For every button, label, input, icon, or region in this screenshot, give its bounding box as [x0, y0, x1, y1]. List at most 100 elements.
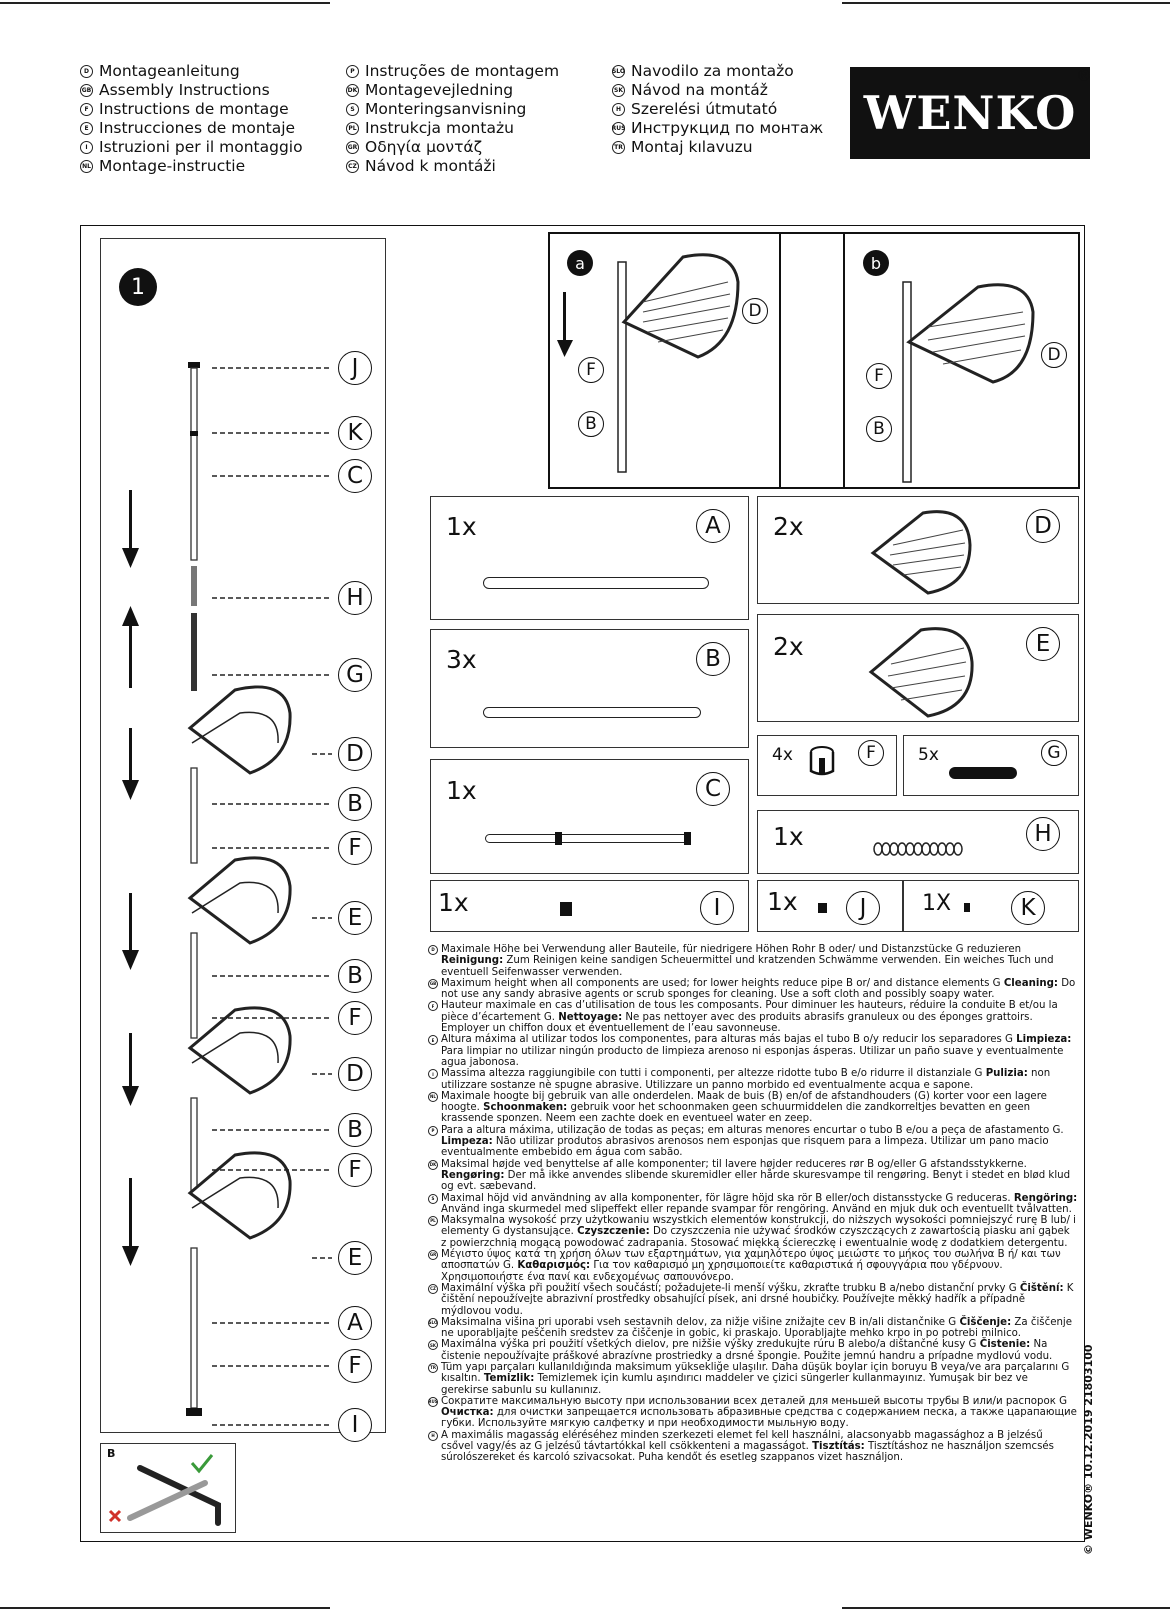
- country-code-badge: H: [612, 103, 625, 116]
- cleaning-label: Reinigung:: [441, 955, 504, 967]
- detail-callout-b: B: [578, 411, 604, 437]
- clip-f-drawing: [809, 746, 835, 776]
- detail-b-diagram: [902, 281, 1035, 483]
- part-callout-b: B: [338, 787, 372, 821]
- detail-divider: [843, 232, 845, 489]
- inset-tag: B: [107, 1447, 116, 1460]
- language-title: Szerelési útmutató: [631, 100, 778, 118]
- cleaning-text: Na čistenie nepoužívajte práškové abrazí…: [441, 1339, 1053, 1362]
- spacer-g-drawing: [949, 767, 1017, 779]
- language-title: Instruções de montagem: [365, 62, 560, 80]
- tube-a: [483, 577, 709, 589]
- instruction-text: Maximale Höhe bei Verwendung aller Baute…: [441, 944, 1022, 955]
- country-code-badge: TR: [428, 1362, 438, 1373]
- country-code-badge: NL: [80, 160, 93, 173]
- country-code-badge: F: [428, 1001, 438, 1012]
- part-letter-a: A: [696, 509, 730, 543]
- detail-a-diagram: [557, 253, 740, 473]
- language-title: Οδηγία μοντάζ: [365, 138, 483, 156]
- part-box-b: [430, 629, 749, 748]
- crop-mark: [842, 2, 1170, 4]
- country-code-badge: I: [428, 1069, 438, 1080]
- arrow-down-icon: [122, 1033, 139, 1106]
- crop-mark: [0, 1607, 330, 1609]
- detail-callout-d: D: [1041, 342, 1067, 368]
- arrow-down-icon: [122, 490, 139, 568]
- detail-callout-f: F: [866, 363, 892, 389]
- part-letter-c: C: [696, 772, 730, 806]
- language-title: Instructions de montage: [99, 100, 289, 118]
- country-code-badge: P: [346, 65, 359, 78]
- cleaning-label: Čištění:: [1019, 1282, 1064, 1294]
- instruction-text: Altura máxima al utilizar todos los comp…: [441, 1034, 1013, 1046]
- check-icon: [190, 1454, 214, 1474]
- arrow-up-icon: [122, 606, 139, 688]
- cleaning-label: Schoonmaken:: [483, 1102, 568, 1114]
- hex-key-wrong: [127, 1480, 208, 1521]
- spacer-g: [191, 613, 197, 691]
- pole-b1: [190, 767, 198, 864]
- cleaning-label: Temizlik:: [483, 1373, 535, 1385]
- part-letter-e: E: [1026, 627, 1060, 661]
- part-callout-e: E: [338, 901, 372, 935]
- part-letter-d: D: [1026, 509, 1060, 543]
- country-code-badge: RUS: [612, 122, 625, 135]
- part-letter-b: B: [696, 642, 730, 676]
- detail-b-badge: b: [863, 250, 889, 276]
- pole-bottom-cap: [186, 1408, 202, 1416]
- part-letter-k: K: [1011, 891, 1045, 925]
- part-letter-f: F: [858, 740, 884, 766]
- basket-d-drawing: [870, 510, 972, 595]
- cleaning-text: для очистки запрещается использовать абр…: [441, 1407, 1077, 1430]
- part-letter-j: J: [846, 891, 880, 925]
- crop-mark: [842, 1607, 1170, 1609]
- country-code-badge: TR: [612, 141, 625, 154]
- country-code-badge: PL: [428, 1216, 438, 1227]
- pole-k-mark: [190, 431, 198, 436]
- arrow-down-icon: [122, 1178, 139, 1266]
- country-code-badge: S: [428, 1193, 438, 1204]
- part-callout-h: H: [338, 581, 372, 615]
- language-title: Montagevejledning: [365, 81, 514, 99]
- cleaning-label: Nettoyage:: [558, 1011, 623, 1023]
- part-box-c: [430, 759, 749, 874]
- spring-h: [191, 566, 197, 606]
- part-callout-j: J: [338, 351, 372, 385]
- cleaning-text: Para limpiar no utilizar ningún producto…: [441, 1045, 1064, 1068]
- part-quantity: 5x: [918, 745, 939, 765]
- part-callout-e: E: [338, 1241, 372, 1275]
- country-code-badge: P: [428, 1125, 438, 1136]
- crop-mark: [0, 2, 330, 4]
- tool-inset: [100, 1443, 236, 1533]
- detail-callout-f: F: [578, 357, 604, 383]
- tube-c: [485, 834, 691, 843]
- cleaning-text: Zum Reinigen keine sandigen Scheuermitte…: [441, 955, 1054, 978]
- cleaning-text: Za čiščenje ne uporabljajte peščenih sre…: [441, 1316, 1073, 1340]
- language-item: P Instruções de montagem: [346, 62, 559, 81]
- instruction-text: A maximális magasság eléréséhez minden s…: [441, 1429, 1043, 1453]
- instruction-text: Maksymalna wysokość przy użytkowaniu wsz…: [441, 1215, 1076, 1238]
- country-code-badge: E: [428, 1035, 438, 1046]
- country-code-badge: SLO: [612, 65, 625, 78]
- assembly-diagram: [122, 362, 332, 1426]
- detail-divider: [779, 232, 781, 489]
- cleaning-label: Czyszczenie:: [577, 1226, 650, 1238]
